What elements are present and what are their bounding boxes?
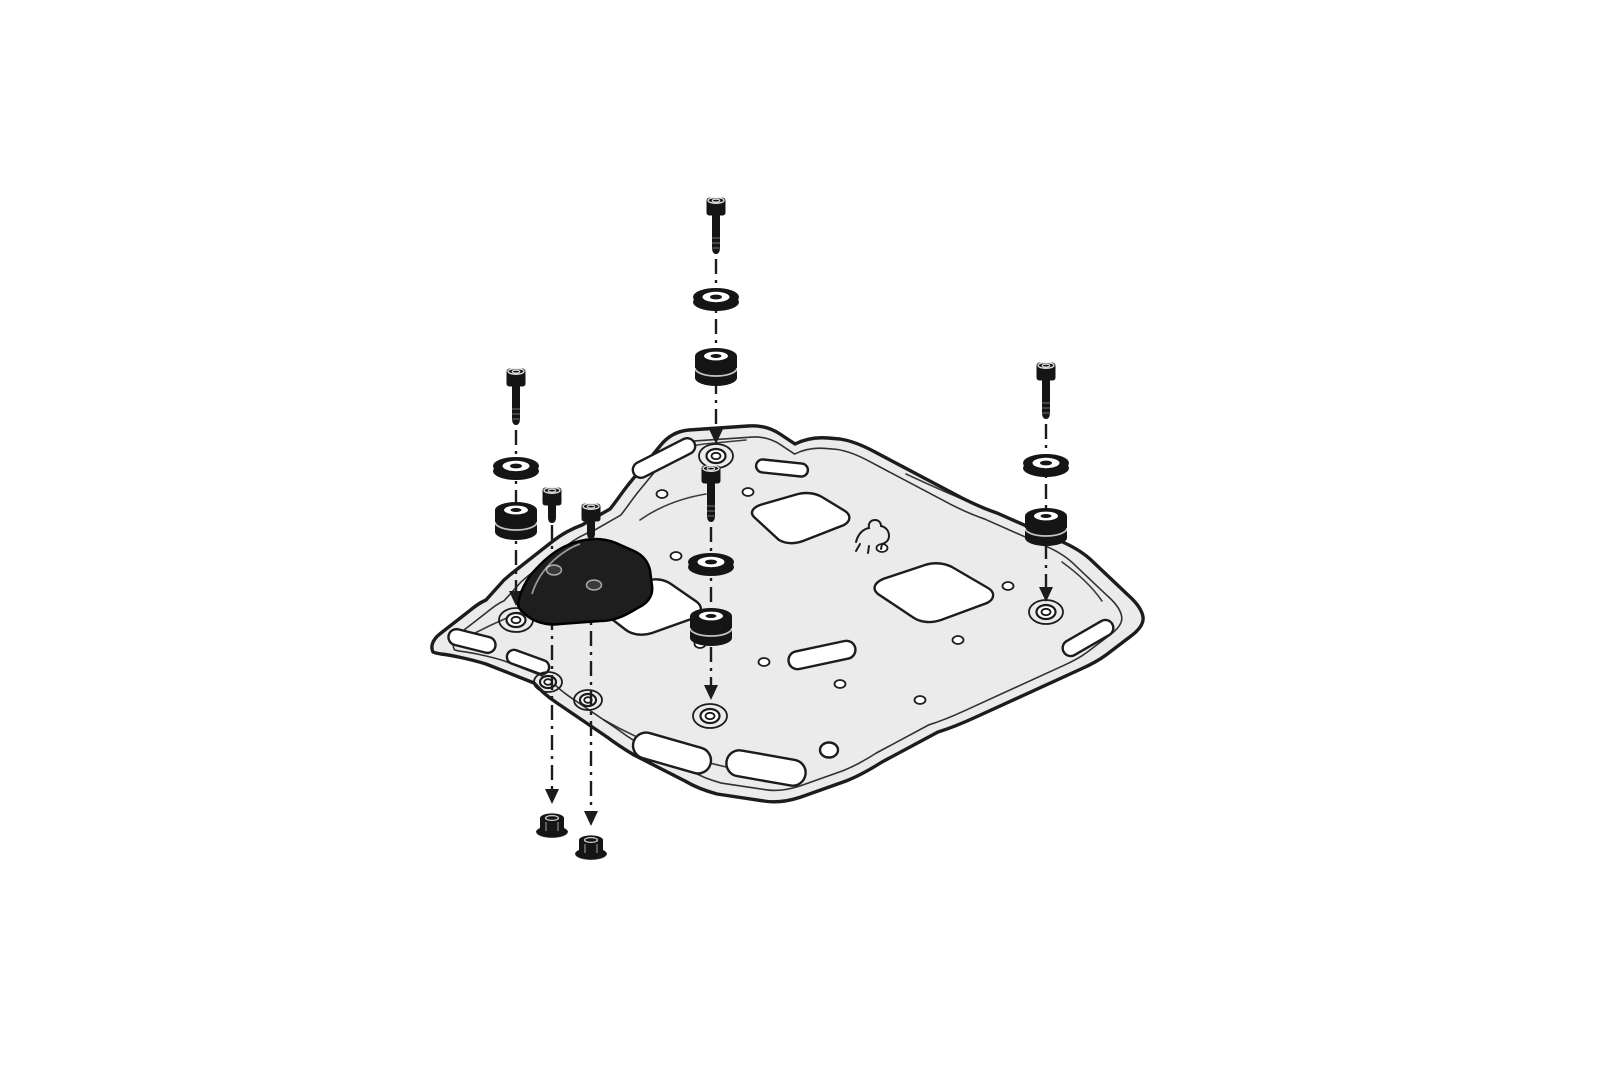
cutout-center [750, 491, 851, 545]
cutout-slot [787, 639, 857, 671]
mounting-hole [538, 674, 558, 690]
brand-horse-mark [855, 518, 891, 554]
bolt-short-icon [541, 486, 563, 524]
cutout-slot [725, 749, 807, 787]
rack-plate [430, 424, 1145, 804]
cutout-slot [447, 627, 497, 655]
cutout-right [873, 562, 995, 624]
cutout-slot [631, 731, 713, 775]
assembly-arrow [584, 811, 598, 826]
washer-icon [688, 553, 734, 576]
rack-cutouts [447, 436, 1115, 787]
bolt-long-icon [505, 367, 527, 426]
assembly-arrow [704, 685, 718, 700]
spacer-icon [1024, 507, 1068, 547]
cutout-slot [631, 436, 697, 480]
cutout-slot [754, 458, 810, 478]
mounting-holes [505, 447, 1057, 725]
assembly-arrow [545, 789, 559, 804]
bracket-edge-highlight [531, 543, 581, 595]
washer-icon [493, 457, 539, 480]
spacer-icon [694, 347, 738, 387]
bracket-hole [545, 564, 563, 576]
mounting-hole [578, 692, 598, 708]
nut-icon [574, 834, 608, 861]
spacer-icon [689, 607, 733, 647]
bracket-hole [585, 579, 603, 591]
mounting-hole [505, 611, 527, 629]
mounting-bracket-body [516, 537, 654, 626]
washer-icon [693, 288, 739, 311]
assembly-arrow [1039, 587, 1053, 602]
bolt-long-icon [1035, 361, 1057, 420]
cutout-hole [818, 741, 840, 759]
mounting-hole [1035, 603, 1057, 621]
mounting-hole [699, 707, 721, 725]
cutout-slot [505, 648, 551, 676]
mounting-bracket [516, 537, 654, 626]
small-holes [655, 487, 1015, 705]
washer-icon [1023, 454, 1069, 477]
assembly-arrow [709, 429, 723, 444]
cutout-slot [1061, 618, 1115, 658]
spacer-icon [494, 501, 538, 541]
bolt-long-icon [705, 196, 727, 255]
mounting-hole [705, 447, 727, 465]
nut-icon [535, 812, 569, 839]
